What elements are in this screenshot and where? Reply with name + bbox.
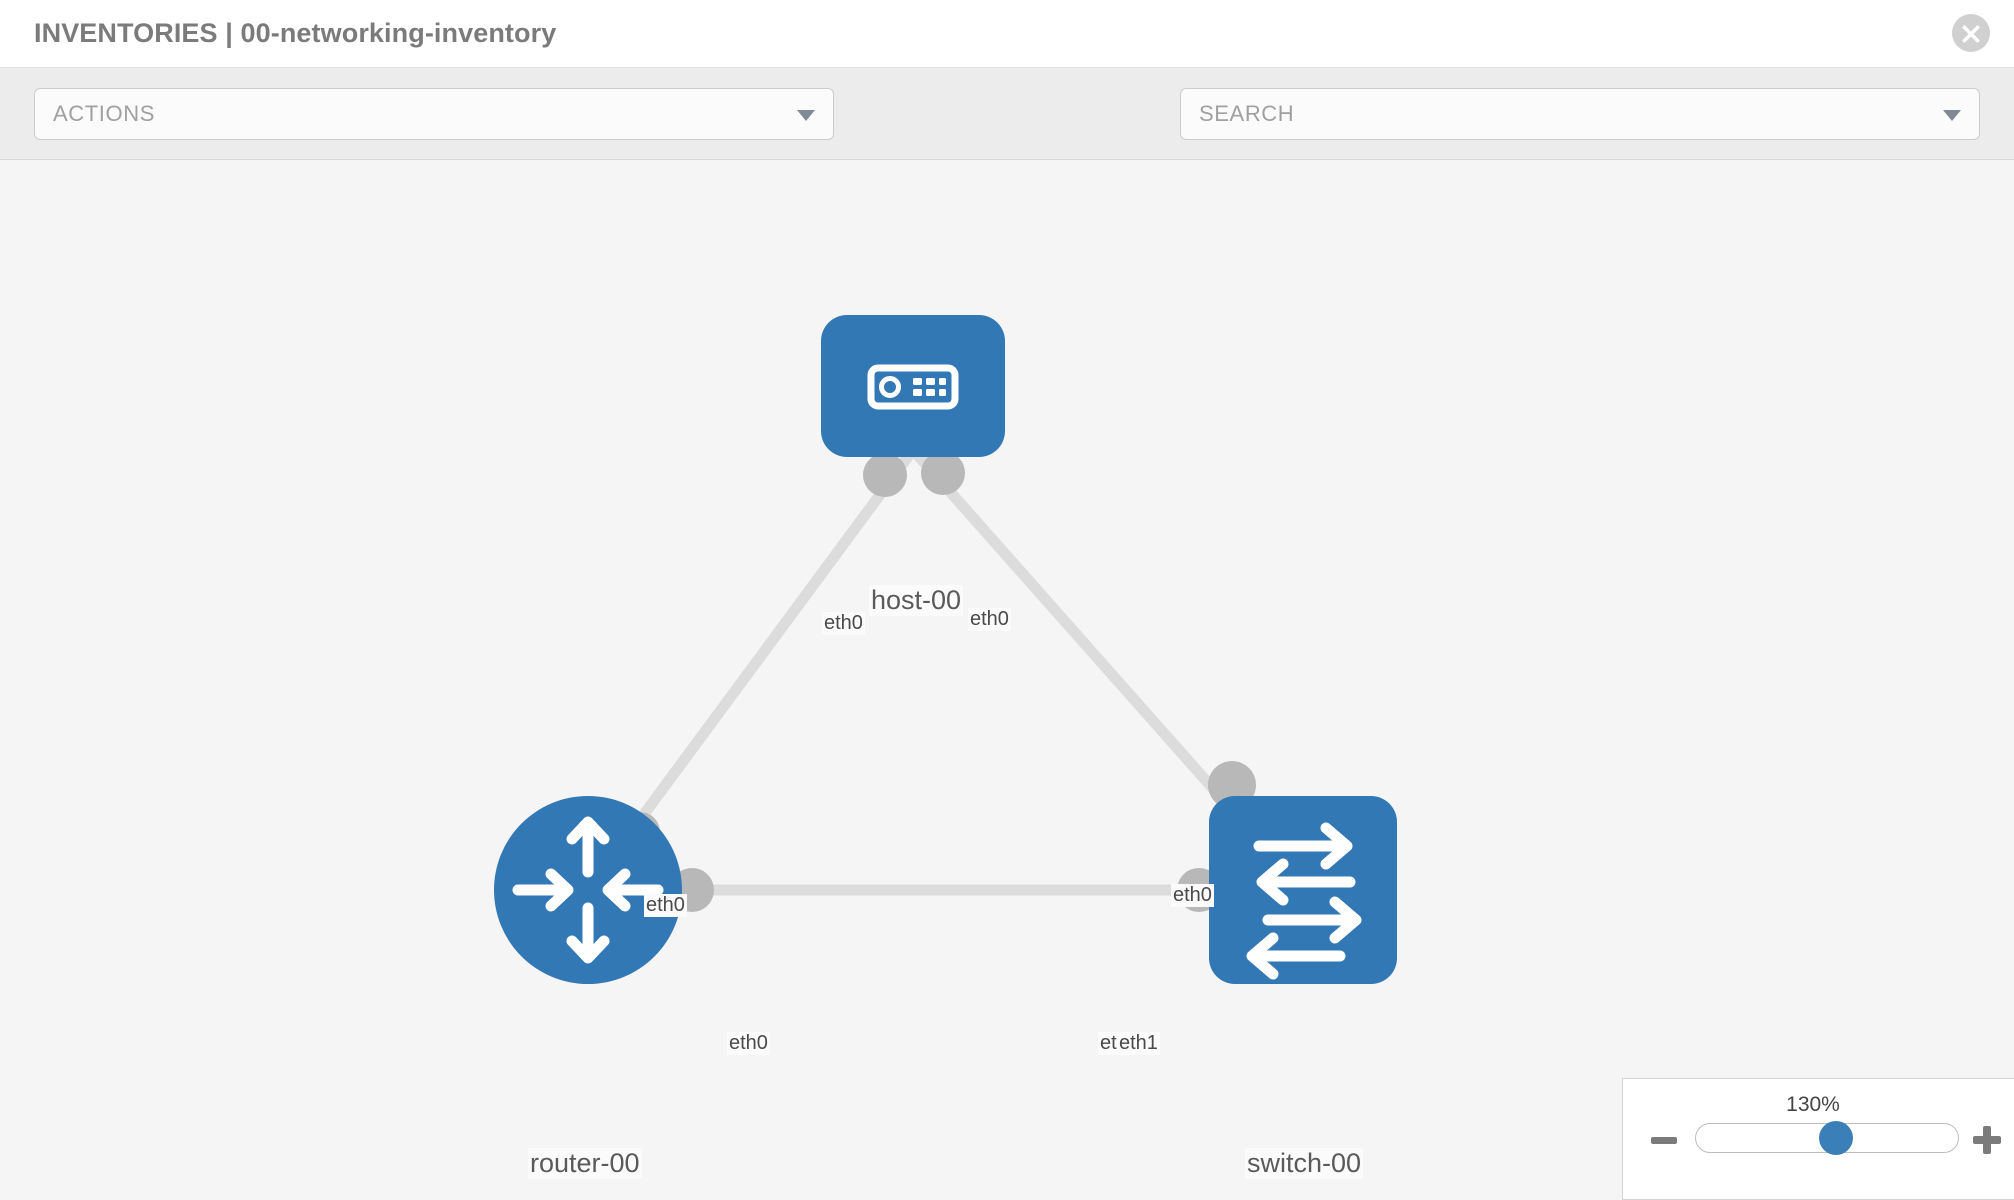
router-arrows-icon xyxy=(512,816,664,964)
iface-label-switch-left-b: eth1 xyxy=(1117,1032,1160,1055)
iface-label-host-right: eth0 xyxy=(968,608,1011,631)
endpoint-host-right xyxy=(921,451,965,495)
zoom-level-value: 130% xyxy=(1786,1093,1840,1116)
iface-label-host-left: eth0 xyxy=(822,612,865,635)
chevron-down-icon[interactable] xyxy=(1943,110,1961,121)
iface-label-router-up: eth0 xyxy=(644,894,687,917)
toolbar: ACTIONS SEARCH xyxy=(0,68,2014,193)
chevron-down-icon xyxy=(797,110,815,121)
node-label-router: router-00 xyxy=(528,1148,642,1179)
minus-icon[interactable] xyxy=(1651,1137,1677,1144)
iface-label-router-right: eth0 xyxy=(727,1032,770,1055)
actions-dropdown-label: ACTIONS xyxy=(53,101,155,126)
page-header: INVENTORIES | 00-networking-inventory xyxy=(0,0,2014,68)
search-placeholder-label: SEARCH xyxy=(1199,101,1295,126)
endpoint-layer xyxy=(620,451,1256,912)
node-label-host: host-00 xyxy=(869,585,964,616)
node-label-switch: switch-00 xyxy=(1245,1148,1364,1179)
link-layer xyxy=(583,446,1308,896)
actions-dropdown[interactable]: ACTIONS xyxy=(34,88,834,140)
plus-icon[interactable] xyxy=(1973,1126,2001,1154)
node-switch-00 xyxy=(1209,796,1397,984)
topology-canvas[interactable]: host-00 router-00 switch-00 eth0 eth0 et… xyxy=(0,160,2014,1200)
topology-graph xyxy=(494,315,1397,984)
switch-arrows-icon xyxy=(1246,822,1362,980)
close-icon[interactable] xyxy=(1952,14,1990,52)
iface-label-switch-up: eth0 xyxy=(1171,884,1214,907)
page-title: INVENTORIES | 00-networking-inventory xyxy=(34,18,557,48)
zoom-slider-thumb[interactable] xyxy=(1819,1121,1853,1155)
endpoint-host-left xyxy=(863,453,907,497)
node-router-00 xyxy=(494,796,682,984)
zoom-control-panel: 130% xyxy=(1622,1078,2014,1200)
server-icon xyxy=(867,364,959,410)
node-host-00 xyxy=(821,315,1005,457)
search-input[interactable]: SEARCH xyxy=(1180,88,1980,140)
